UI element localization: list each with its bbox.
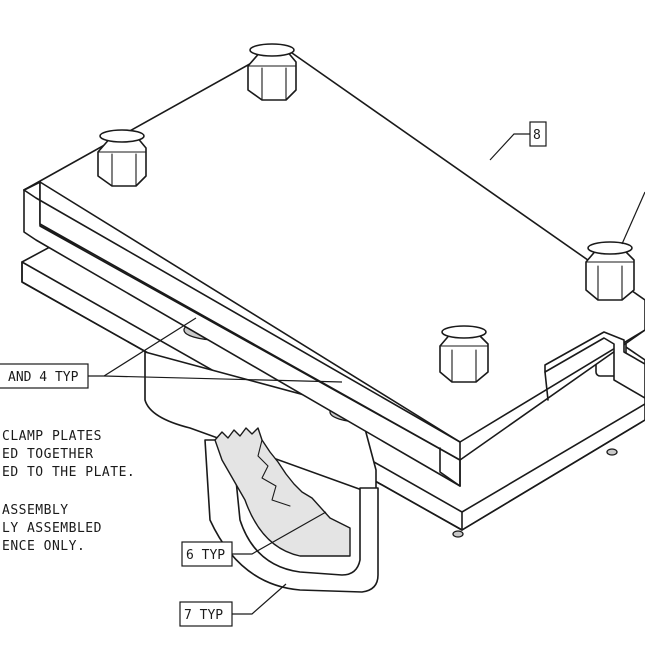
note-line-2: ED TOGETHER: [2, 447, 94, 462]
note-line-6: ENCE ONLY.: [2, 539, 85, 554]
callout-7-label: 7 TYP: [184, 608, 223, 623]
callout-3-4: AND 4 TYP: [0, 317, 343, 389]
callout-8: 8: [489, 121, 547, 161]
callout-3-4-label: AND 4 TYP: [8, 370, 79, 385]
hex-nut-front: [439, 325, 489, 383]
hex-nut-rear: [247, 43, 297, 101]
callout-6: 6 TYP: [181, 511, 327, 567]
leader-right-nut: [621, 191, 645, 245]
top-channel-plate: [23, 45, 645, 487]
notes-block: CLAMP PLATES ED TOGETHER ED TO THE PLATE…: [2, 429, 135, 554]
callout-6-label: 6 TYP: [186, 548, 225, 563]
bottom-pins: [452, 448, 618, 538]
hanger-body: [144, 351, 377, 491]
callout-8-label: 8: [533, 128, 541, 143]
hex-nut-right: [585, 241, 635, 301]
note-line-4: ASSEMBLY: [2, 503, 69, 518]
callout-7: 7 TYP: [179, 583, 287, 627]
note-line-1: CLAMP PLATES: [2, 429, 102, 444]
serrated-block: [214, 427, 351, 557]
note-line-5: LY ASSEMBLED: [2, 521, 102, 536]
note-line-3: ED TO THE PLATE.: [2, 465, 135, 480]
hex-nut-left: [97, 129, 147, 187]
